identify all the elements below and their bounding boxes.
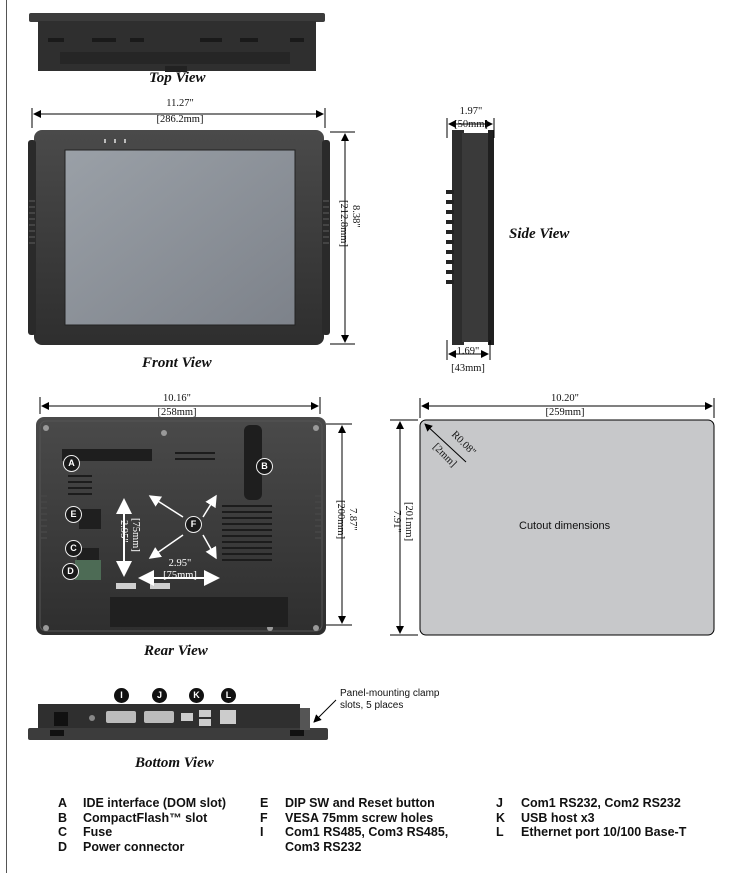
side-view-device: [446, 130, 494, 345]
side-depth-bottom-in: 1.69": [456, 346, 480, 357]
legend-text: Power connector: [83, 839, 185, 854]
legend-key: K: [496, 810, 506, 825]
rear-width-in: 10.16": [163, 393, 191, 404]
bottom-view-caption: Bottom View: [135, 755, 214, 771]
rear-height-mm: [200mm]: [335, 500, 346, 540]
legend-item: F VESA 75mm screw holes: [260, 811, 448, 826]
legend-key: I: [260, 825, 264, 839]
callout-b: B: [256, 458, 273, 475]
vesa-horizontal-in: 2.95": [168, 558, 192, 569]
page-border: [6, 0, 7, 873]
panel-mount-note: Panel-mounting clamp slots, 5 places: [340, 688, 440, 711]
legend-item: L Ethernet port 10/100 Base-T: [496, 825, 686, 840]
legend-item: K USB host x3: [496, 811, 686, 826]
legend-text: DIP SW and Reset button: [285, 796, 435, 810]
legend-key: E: [260, 796, 269, 810]
rear-width-mm: [258mm]: [157, 407, 197, 418]
side-view-caption: Side View: [509, 226, 570, 242]
front-view-caption: Front View: [142, 355, 212, 371]
legend-text: Com3 RS232: [285, 839, 362, 854]
vesa-horizontal-mm: [75mm]: [163, 570, 197, 581]
bottom-view-device: [28, 704, 328, 740]
legend-item: E DIP SW and Reset button: [260, 796, 448, 811]
callout-i: I: [114, 688, 129, 703]
rear-view-device: [36, 417, 326, 635]
legend-text: Com1 RS232, Com2 RS232: [521, 796, 681, 810]
front-width-mm: [286.2mm]: [156, 114, 204, 125]
legend-item: A IDE interface (DOM slot): [58, 796, 226, 811]
legend-text: USB host x3: [521, 810, 595, 825]
legend-text: IDE interface (DOM slot): [83, 796, 227, 810]
legend-text: Com1 RS485, Com3 RS485,: [285, 825, 449, 839]
legend-text: Ethernet port 10/100 Base-T: [521, 825, 687, 839]
legend-text: VESA 75mm screw holes: [285, 810, 434, 825]
front-view-device: [28, 130, 330, 345]
legend-item: D Power connector: [58, 840, 226, 855]
top-view-caption: Top View: [149, 70, 206, 86]
side-depth-bottom-mm: [43mm]: [451, 363, 485, 374]
front-height-in: 8.38": [350, 205, 361, 228]
rear-view-caption: Rear View: [144, 643, 208, 659]
legend-key: [260, 840, 285, 855]
cutout-label: Cutout dimensions: [519, 520, 611, 532]
legend-key: B: [58, 810, 68, 825]
front-width-in: 11.27": [166, 98, 194, 109]
legend-key: F: [260, 810, 268, 825]
legend-key: C: [58, 825, 68, 839]
legend-item: B CompactFlash™ slot: [58, 811, 226, 826]
callout-e: E: [65, 506, 82, 523]
callout-j: J: [152, 688, 167, 703]
vesa-vertical-mm: [75mm]: [130, 518, 141, 552]
legend-key: A: [58, 796, 68, 810]
cutout-height-mm: [201mm]: [403, 502, 414, 542]
legend-key: L: [496, 825, 504, 839]
vesa-vertical-in: 2.95": [118, 520, 129, 543]
callout-a: A: [63, 455, 80, 472]
callout-d: D: [62, 563, 79, 580]
rear-height-in: 7.87": [347, 508, 358, 531]
top-view-device: [29, 13, 325, 72]
cutout-width-in: 10.20": [551, 393, 579, 404]
legend-item: J Com1 RS232, Com2 RS232: [496, 796, 686, 811]
side-depth-top-in: 1.97": [459, 106, 483, 117]
legend-text: Fuse: [83, 825, 113, 839]
legend-text: CompactFlash™ slot: [83, 810, 208, 825]
legend-item: C Fuse: [58, 825, 226, 840]
legend-key: J: [496, 796, 503, 810]
legend-column-3: J Com1 RS232, Com2 RS232 K USB host x3 L Et…: [496, 796, 686, 840]
side-depth-top-mm: [50mm]: [454, 119, 488, 130]
cutout-width-mm: [259mm]: [545, 407, 585, 418]
legend-column-2: E DIP SW and Reset button F VESA 75mm scre…: [260, 796, 448, 854]
legend-column-1: A IDE interface (DOM slot) B CompactFlash™…: [58, 796, 226, 854]
legend-key: D: [58, 839, 68, 854]
legend-item: Com3 RS232: [260, 840, 448, 855]
cutout-height-in: 7.91": [391, 510, 402, 533]
legend-item: I Com1 RS485, Com3 RS485,: [260, 825, 448, 840]
callout-k: K: [189, 688, 204, 703]
callout-c: C: [65, 540, 82, 557]
callout-f: F: [185, 516, 202, 533]
front-height-mm: [212.8mm]: [338, 200, 349, 247]
callout-l: L: [221, 688, 236, 703]
